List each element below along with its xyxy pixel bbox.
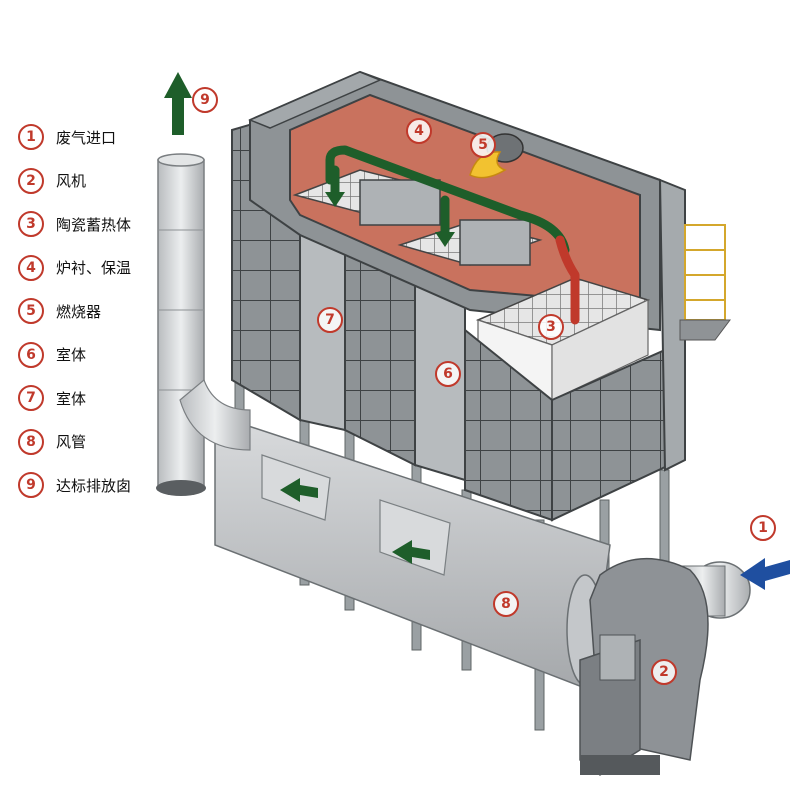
furnace-lining — [248, 70, 661, 332]
callout-2: 2 — [651, 659, 677, 685]
legend-item: 8 风管 — [18, 427, 188, 457]
legend-label: 废气进口 — [56, 128, 117, 147]
legend-number: 2 — [18, 167, 44, 194]
legend-number: 8 — [18, 428, 44, 455]
callout-8: 8 — [493, 591, 519, 617]
legend-label: 陶瓷蓄热体 — [56, 215, 132, 234]
legend-number: 1 — [18, 124, 44, 150]
outlet-arrow — [164, 72, 192, 135]
chamber-3 — [464, 178, 686, 522]
callout-9: 9 — [192, 87, 218, 113]
legend-label: 达标排放囱 — [56, 476, 132, 495]
callout-5: 5 — [470, 132, 496, 158]
fan — [579, 557, 751, 776]
callout-6: 6 — [435, 361, 461, 387]
callout-7: 7 — [317, 307, 343, 333]
gas-flow-path — [325, 145, 580, 325]
legend-number: 7 — [18, 385, 44, 411]
legend-number: 5 — [18, 298, 44, 324]
callout-1: 1 — [750, 515, 776, 541]
legend-number: 4 — [18, 254, 44, 281]
legend-item: 1 废气进口 — [18, 122, 188, 152]
legend-item: 2 风机 — [18, 166, 188, 196]
legend-item: 9 达标排放囱 — [18, 470, 188, 500]
legend-label: 室体 — [56, 346, 87, 364]
callout-3: 3 — [538, 314, 564, 340]
legend-label: 燃烧器 — [56, 302, 102, 321]
legend-item: 3 陶瓷蓄热体 — [18, 209, 188, 239]
legend-label: 风管 — [56, 433, 87, 451]
duct-flow-arrows — [280, 478, 430, 564]
callout-4: 4 — [406, 118, 432, 144]
legend-item: 7 室体 — [18, 383, 188, 413]
legend-number: 6 — [18, 341, 44, 368]
exhaust-stack — [156, 153, 251, 496]
legend-item: 4 炉衬、保温 — [18, 253, 188, 283]
legend-item: 5 燃烧器 — [18, 296, 188, 326]
legend-number: 3 — [18, 211, 44, 237]
legend: 1 废气进口 2 风机 3 陶瓷蓄热体 4 炉衬、保温 5 燃烧器 6 室体 7… — [18, 122, 188, 514]
legend-item: 6 室体 — [18, 340, 188, 370]
inlet-arrow — [740, 558, 790, 590]
legend-label: 风机 — [56, 172, 87, 190]
legend-label: 室体 — [56, 389, 87, 408]
legend-label: 炉衬、保温 — [56, 259, 132, 277]
maintenance-platform — [679, 224, 731, 341]
legend-number: 9 — [18, 472, 44, 498]
